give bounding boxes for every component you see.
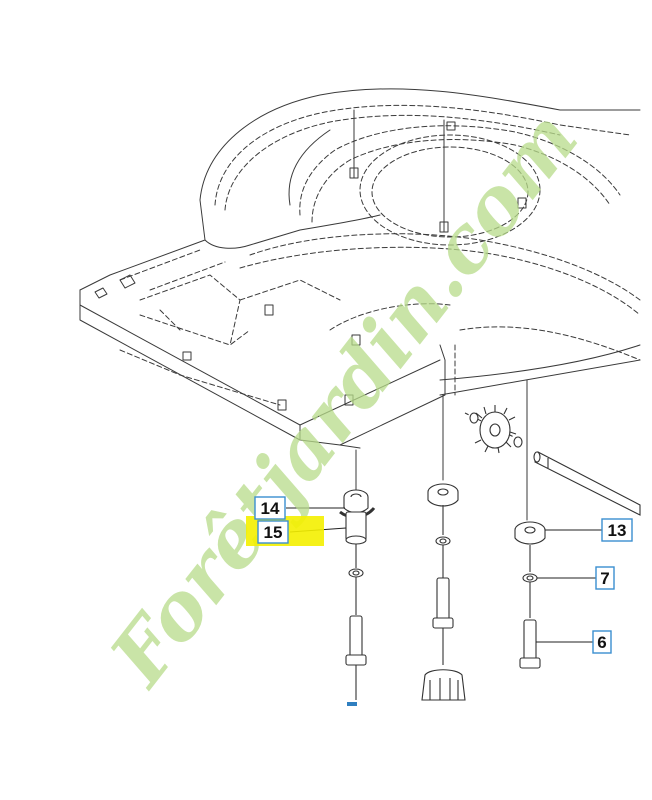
callouts: 14 15 13 7 6 [246, 496, 633, 654]
callout-7-label: 7 [600, 569, 609, 588]
callout-14-label: 14 [261, 499, 280, 518]
gear-pinion-icon [464, 405, 641, 516]
callout-15-label: 15 [264, 523, 283, 542]
spacer-sleeve-icon [339, 489, 376, 706]
watermark-text: Forêtjardin.com [92, 94, 596, 703]
callout-13[interactable]: 13 [601, 518, 633, 542]
callout-6-label: 6 [597, 633, 606, 652]
callout-7[interactable]: 7 [595, 566, 615, 590]
callout-14[interactable]: 14 [254, 496, 286, 520]
watermark: Forêtjardin.com [92, 94, 596, 703]
callout-6[interactable]: 6 [592, 630, 612, 654]
exploded-parts [339, 405, 641, 706]
callout-15[interactable]: 15 [257, 520, 289, 544]
washer-icon [421, 483, 466, 701]
bolt-icon [514, 521, 546, 669]
mower-deck-drawing [79, 88, 641, 521]
callout-13-label: 13 [608, 521, 627, 540]
